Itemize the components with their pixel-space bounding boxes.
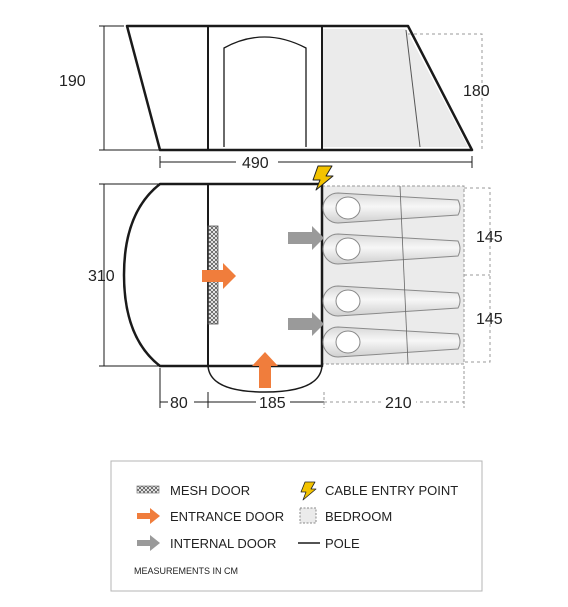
legend: MESH DOOR ENTRANCE DOOR INTERNAL DOOR CA… (110, 460, 483, 592)
floor-plan-outline (122, 182, 324, 368)
internal-door-arrow (288, 226, 324, 250)
cable-entry-legend-icon (300, 481, 317, 501)
dim-label-bg (236, 155, 278, 171)
side-view-dashed-bound (408, 33, 483, 150)
side-view-panel-seam (405, 29, 421, 148)
floor-width-label: 310 (88, 268, 115, 285)
bedroom-seam (399, 185, 409, 365)
entrance-door-bulge (207, 365, 323, 393)
sleeping-bag (322, 326, 461, 358)
bedroom-dashed-bound (464, 187, 491, 363)
dim-label-bg (168, 395, 194, 410)
legend-box (110, 460, 483, 592)
bedroom-length-label: 210 (385, 395, 412, 412)
bedroom-depth-top-label: 145 (476, 229, 503, 246)
entrance-door-arrow (252, 352, 278, 388)
porch-depth-label: 80 (170, 395, 188, 412)
mesh-door-icon (136, 485, 160, 494)
living-depth-label: 185 (259, 395, 286, 412)
entrance-door-icon (137, 508, 160, 524)
legend-bedroom: BEDROOM (325, 509, 392, 524)
legend-cable-entry-point: CABLE ENTRY POINT (325, 483, 458, 498)
sleeping-bag (322, 192, 461, 224)
floor-plan: 310 145 145 80 185 210 (88, 165, 503, 412)
sleeping-bags (322, 192, 461, 358)
side-view: 190 180 490 (59, 24, 490, 172)
cable-entry-icon (312, 165, 334, 191)
dim-label-bg (382, 395, 416, 410)
side-view-door (223, 36, 307, 147)
side-height-right-label: 180 (463, 83, 490, 100)
legend-entrance-door: ENTRANCE DOOR (170, 509, 284, 524)
legend-pole: POLE (325, 536, 360, 551)
internal-door-arrow (288, 312, 324, 336)
bedroom-depth-bottom-label: 145 (476, 311, 503, 328)
entrance-door-arrow (202, 263, 236, 289)
dim-label-bg (256, 395, 290, 410)
sleeping-bag (322, 233, 461, 265)
side-height-left-label: 190 (59, 73, 86, 90)
legend-mesh-door: MESH DOOR (170, 483, 250, 498)
measurements-note: MEASUREMENTS IN CM (134, 566, 238, 576)
bedroom-legend-icon (299, 507, 317, 524)
internal-door-icon (137, 535, 160, 551)
side-view-bedroom-shade (322, 29, 468, 147)
legend-internal-door: INTERNAL DOOR (170, 536, 276, 551)
sleeping-bag (322, 285, 461, 317)
side-length-label: 490 (242, 155, 269, 172)
